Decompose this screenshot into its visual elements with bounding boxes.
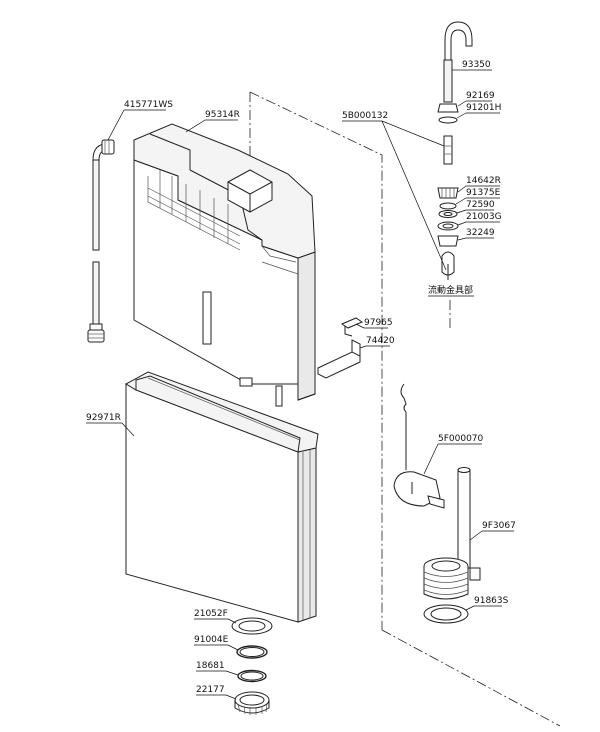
- label-22177: 22177: [196, 685, 225, 695]
- supply-hose: [87, 139, 115, 343]
- label-91201H: 91201H: [466, 103, 501, 113]
- label-72590: 72590: [466, 200, 495, 210]
- label-415771WS: 415771WS: [124, 100, 173, 110]
- label-5F000070: 5F000070: [438, 434, 484, 444]
- label-91004E: 91004E: [194, 635, 229, 645]
- label-97965: 97965: [364, 318, 393, 328]
- part-labels: 93350 92169 91201H 5B000132 14642R 91375…: [86, 60, 516, 700]
- flush-valve-assembly: [393, 383, 481, 624]
- label-float-fitting: 流動金具部: [428, 284, 473, 296]
- label-74420: 74420: [366, 336, 395, 346]
- tank-body: [124, 371, 319, 623]
- base-rings: [231, 617, 273, 715]
- label-9F3067: 9F3067: [482, 521, 516, 531]
- label-21052F: 21052F: [194, 609, 228, 619]
- label-5B000132: 5B000132: [342, 111, 388, 121]
- brackets: [317, 317, 364, 379]
- label-91863S: 91863S: [474, 596, 509, 606]
- label-18681: 18681: [196, 661, 225, 671]
- label-92169: 92169: [466, 91, 495, 101]
- tank-lid-unit: [133, 123, 316, 407]
- label-95314R: 95314R: [205, 110, 240, 120]
- label-21003G: 21003G: [466, 212, 502, 222]
- label-92971R: 92971R: [86, 413, 121, 423]
- label-32249: 32249: [466, 228, 495, 238]
- label-93350: 93350: [462, 60, 491, 70]
- label-91375E: 91375E: [466, 188, 501, 198]
- label-14642R: 14642R: [466, 176, 501, 186]
- fill-valve-stack: [437, 21, 473, 280]
